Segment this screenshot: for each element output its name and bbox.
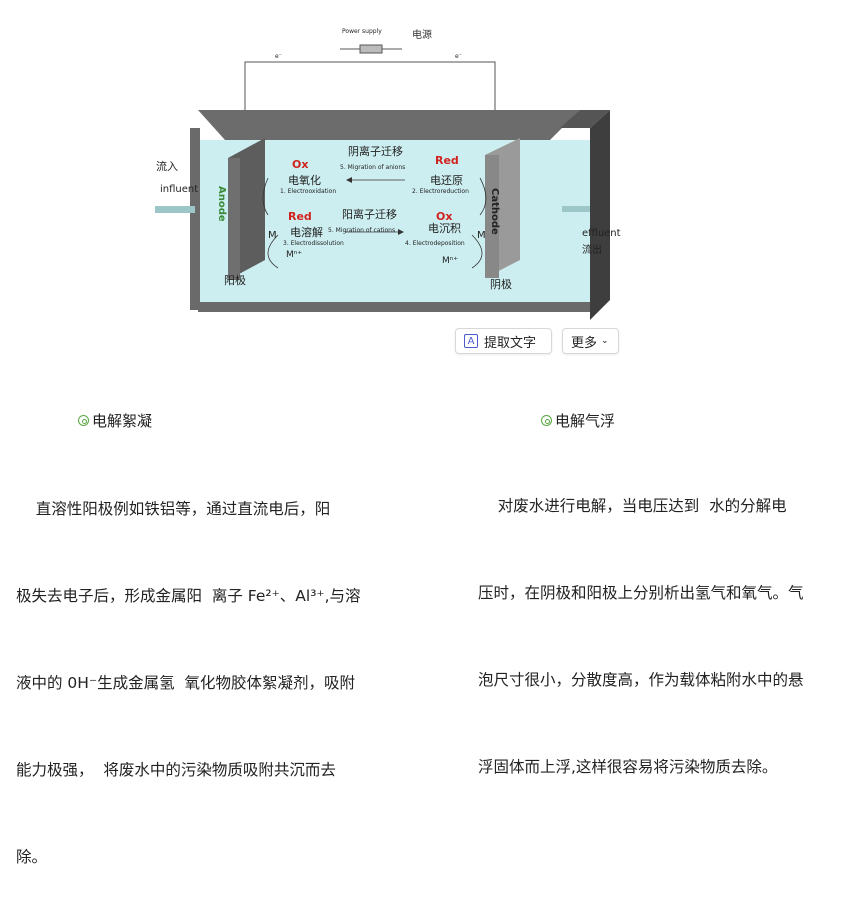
- electroreduction-en: 2. Electroreduction: [412, 188, 469, 195]
- tank-top-edge: [198, 110, 580, 140]
- electrooxidation-en: 1. Electrooxidation: [280, 188, 337, 195]
- ion-right-label: Mⁿ⁺: [442, 256, 459, 266]
- paragraph-line: 液中的 0H⁻生成金属氢 氧化物胶体絮凝剂，吸附: [16, 674, 355, 692]
- anion-migration-en: 5. Migration of anions: [340, 164, 406, 171]
- left-column-title: 电解絮凝: [78, 410, 152, 431]
- extract-text-button[interactable]: A 提取文字: [455, 328, 552, 354]
- chevron-down-icon: ⌄: [601, 336, 609, 346]
- text-recognition-icon: A: [464, 334, 478, 348]
- electrodeposition-cn: 电沉积: [428, 222, 461, 235]
- electrooxidation-cn: 电氧化: [288, 174, 321, 187]
- electrodissolution-en: 3. Electrodissolution: [283, 240, 344, 247]
- ox-mid-label: Ox: [436, 210, 453, 223]
- inlet-pipe: [155, 206, 195, 213]
- inflow-en-label: influent: [160, 184, 199, 195]
- paragraph-line: 泡尺寸很小，分散度高，作为载体粘附水中的悬: [478, 671, 804, 689]
- outlet-pipe: [562, 206, 590, 212]
- left-column-paragraph: 直溶性阳极例如铁铝等，通过直流电后，阳 极失去电子后，形成金属阳 离子 Fe²⁺…: [16, 437, 361, 901]
- paragraph-line: 除。: [16, 848, 48, 866]
- tank-right-wall: [590, 110, 610, 320]
- ox-top-label: Ox: [292, 158, 309, 171]
- electrodeposition-en: 4. Electrodeposition: [405, 240, 465, 247]
- more-label: 更多: [571, 335, 598, 351]
- cation-migration-en: 5. Migration of cations: [328, 227, 396, 234]
- metal-left-label: M: [268, 230, 277, 241]
- electron-left-label: e⁻: [275, 53, 282, 60]
- electrodissolution-cn: 电溶解: [290, 226, 323, 239]
- ion-left-label: Mⁿ⁺: [286, 250, 303, 260]
- cation-migration-cn: 阳离子迁移: [342, 208, 397, 221]
- anode-label: Anode: [216, 186, 227, 222]
- paragraph-line: 浮固体而上浮,这样很容易将污染物质去除。: [478, 758, 778, 776]
- wire: [244, 61, 496, 135]
- cathode-label: Cathode: [489, 188, 500, 235]
- left-title-text: 电解絮凝: [92, 412, 153, 430]
- tank-left-wall: [190, 128, 200, 310]
- paragraph-line: 极失去电子后，形成金属阳 离子 Fe²⁺、Al³⁺,与溶: [16, 587, 361, 605]
- electrolysis-diagram: Power supply 电源 e⁻ e⁻ 流入 influent efflue…: [150, 10, 630, 330]
- electron-right-label: e⁻: [455, 53, 462, 60]
- circle-bullet-icon: [541, 415, 552, 426]
- anion-migration-cn: 阴离子迁移: [348, 145, 403, 158]
- more-button[interactable]: 更多 ⌄: [562, 328, 619, 354]
- outflow-en-label: effluent: [582, 228, 621, 239]
- paragraph-line: 对废水进行电解，当电压达到 水的分解电: [478, 497, 787, 515]
- cathode-cn-label: 阴极: [490, 278, 512, 291]
- inflow-cn-label: 流入: [156, 160, 178, 173]
- power-supply-cn-label: 电源: [412, 30, 432, 41]
- paragraph-line: 能力极强， 将废水中的污染物质吸附共沉而去: [16, 761, 336, 779]
- outflow-cn-label: 流出: [582, 245, 602, 256]
- red-mid-label: Red: [288, 210, 312, 223]
- red-top-label: Red: [435, 154, 459, 167]
- tank-bottom: [198, 302, 590, 312]
- paragraph-line: 直溶性阳极例如铁铝等，通过直流电后，阳: [16, 500, 331, 518]
- metal-right-label: M: [477, 230, 486, 241]
- extract-text-label: 提取文字: [484, 335, 537, 351]
- right-column-paragraph: 对废水进行电解，当电压达到 水的分解电 压时，在阴极和阳极上分别析出氢气和氧气。…: [478, 434, 804, 811]
- paragraph-line: 压时，在阴极和阳极上分别析出氢气和氧气。气: [478, 584, 804, 602]
- anode-cn-label: 阳极: [224, 274, 246, 287]
- circle-bullet-icon: [78, 415, 89, 426]
- power-supply-box: [359, 44, 383, 54]
- right-title-text: 电解气浮: [555, 412, 616, 430]
- right-column-title: 电解气浮: [541, 410, 615, 431]
- power-supply-label: Power supply: [342, 28, 382, 35]
- diagram-graphic: [155, 44, 610, 320]
- electroreduction-cn: 电还原: [430, 174, 463, 187]
